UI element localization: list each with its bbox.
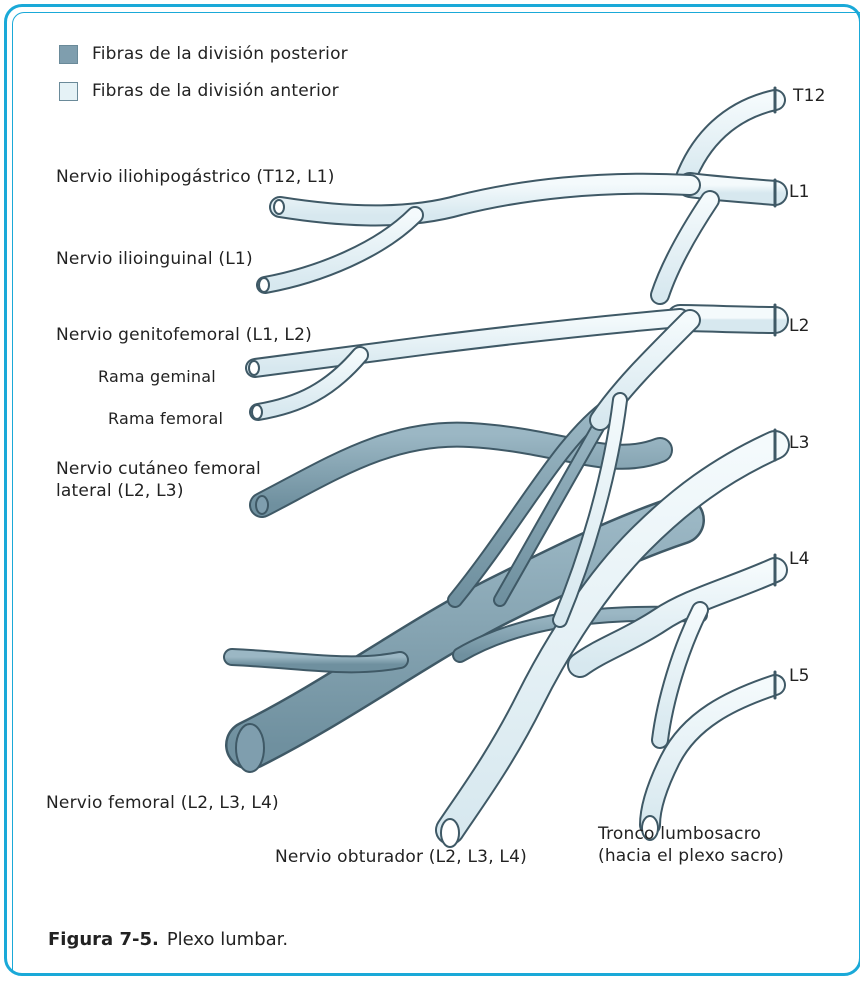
legend-anterior: Fibras de la división anterior [59, 81, 339, 102]
anterior-swatch [59, 82, 78, 101]
root-label-t12: T12 [793, 86, 826, 107]
label-femoral: Nervio femoral (L2, L3, L4) [46, 793, 279, 814]
label-genitofemoral: Nervio genitofemoral (L1, L2) [56, 325, 312, 346]
legend-posterior: Fibras de la división posterior [59, 44, 348, 65]
label-rama-geminal: Rama geminal [98, 366, 216, 387]
label-cutaneo-line1: Nervio cutáneo femoral [56, 459, 261, 480]
legend-posterior-label: Fibras de la división posterior [92, 44, 348, 65]
posterior-fibers [232, 405, 700, 745]
posterior-swatch [59, 45, 78, 64]
caption-number: Figura 7-5. [48, 929, 159, 950]
root-label-l1: L1 [789, 182, 810, 203]
label-obturador: Nervio obturador (L2, L3, L4) [275, 847, 527, 868]
root-label-l5: L5 [789, 666, 810, 687]
caption-text: Plexo lumbar. [167, 929, 288, 950]
root-label-l4: L4 [789, 549, 810, 570]
root-label-l3: L3 [789, 433, 810, 454]
label-ilioinguinal: Nervio ilioinguinal (L1) [56, 249, 253, 270]
label-iliohipogastrico: Nervio iliohipogástrico (T12, L1) [56, 167, 335, 188]
label-rama-femoral: Rama femoral [108, 408, 223, 429]
label-tronco-line2: (hacia el plexo sacro) [598, 846, 784, 867]
legend-anterior-label: Fibras de la división anterior [92, 81, 339, 102]
root-label-l2: L2 [789, 316, 810, 337]
label-cutaneo-line2: lateral (L2, L3) [56, 481, 184, 502]
figure-caption: Figura 7-5. Plexo lumbar. [48, 929, 288, 950]
label-tronco-line1: Tronco lumbosacro [598, 824, 761, 845]
